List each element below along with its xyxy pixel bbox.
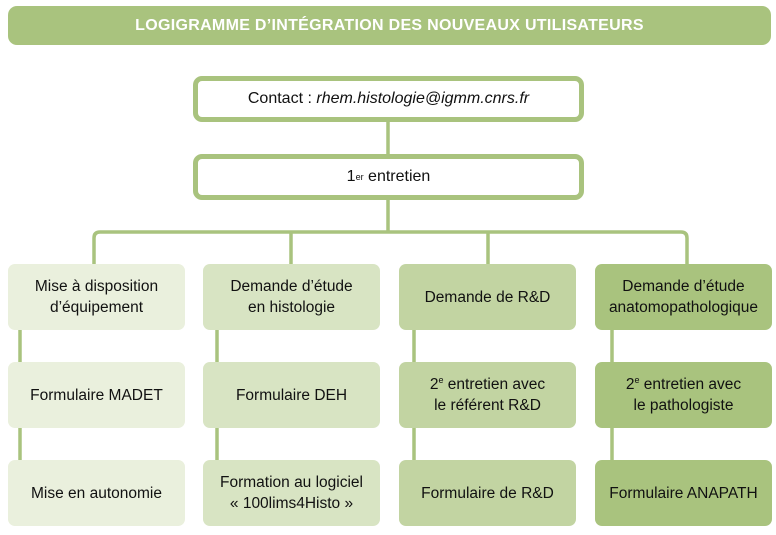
col2-box-2-text: Formulaire DEH	[235, 386, 348, 404]
diagram-title: LOGIGRAMME D’INTÉGRATION DES NOUVEAUX UT…	[8, 6, 771, 45]
contact-box: Contact : rhem.histologie@igmm.cnrs.fr	[193, 76, 584, 122]
col3-box-2-number: 2	[429, 376, 439, 393]
col4-box-2-content: 2e entretien avec le pathologiste	[626, 374, 741, 416]
col3-box-1: Demande de R&D	[399, 264, 576, 330]
col3-box-2-content: 2e entretien avec le référent R&D	[430, 374, 545, 416]
col1-box-2: Formulaire MADET	[8, 362, 185, 428]
col1-box-3: Mise en autonomie	[8, 460, 185, 526]
col4-box-2: 2e entretien avec le pathologiste	[595, 362, 772, 428]
col2-box-3-text: Formation au logiciel « 100lims4Histo »	[219, 474, 363, 512]
col1-box-1-text: Mise à disposition d’équipement	[34, 278, 159, 316]
col1-box-1: Mise à disposition d’équipement	[8, 264, 185, 330]
col3-box-3: Formulaire de R&D	[399, 460, 576, 526]
col2-box-1-text: Demande d’étude en histologie	[230, 278, 353, 316]
col3-box-3-text: Formulaire de R&D	[421, 484, 554, 502]
first-interview-text: entretien	[363, 168, 431, 185]
col3-box-2-text: entretien avec le référent R&D	[434, 376, 546, 414]
col4-box-1: Demande d’étude anatomopathologique	[595, 264, 772, 330]
col3-box-2: 2e entretien avec le référent R&D	[399, 362, 576, 428]
col2-box-1: Demande d’étude en histologie	[203, 264, 380, 330]
col2-box-2: Formulaire DEH	[203, 362, 380, 428]
col4-box-2-number: 2	[625, 376, 635, 393]
col3-box-1-text: Demande de R&D	[424, 288, 551, 306]
col4-box-3-text: Formulaire ANAPATH	[609, 484, 758, 502]
col4-box-2-text: entretien avec le pathologiste	[633, 376, 742, 414]
connector-branch-horizontal	[92, 230, 689, 264]
col1-box-3-text: Mise en autonomie	[31, 484, 162, 502]
col4-box-3: Formulaire ANAPATH	[595, 460, 772, 526]
contact-email: rhem.histologie@igmm.cnrs.fr	[316, 90, 530, 107]
col1-box-2-text: Formulaire MADET	[30, 386, 163, 404]
contact-label: Contact :	[247, 90, 317, 107]
first-interview-number: 1	[346, 168, 356, 185]
col2-box-3: Formation au logiciel « 100lims4Histo »	[203, 460, 380, 526]
col3-box-2-sup: e	[438, 374, 444, 385]
col4-box-2-sup: e	[634, 374, 640, 385]
col4-box-1-text: Demande d’étude anatomopathologique	[608, 278, 759, 316]
